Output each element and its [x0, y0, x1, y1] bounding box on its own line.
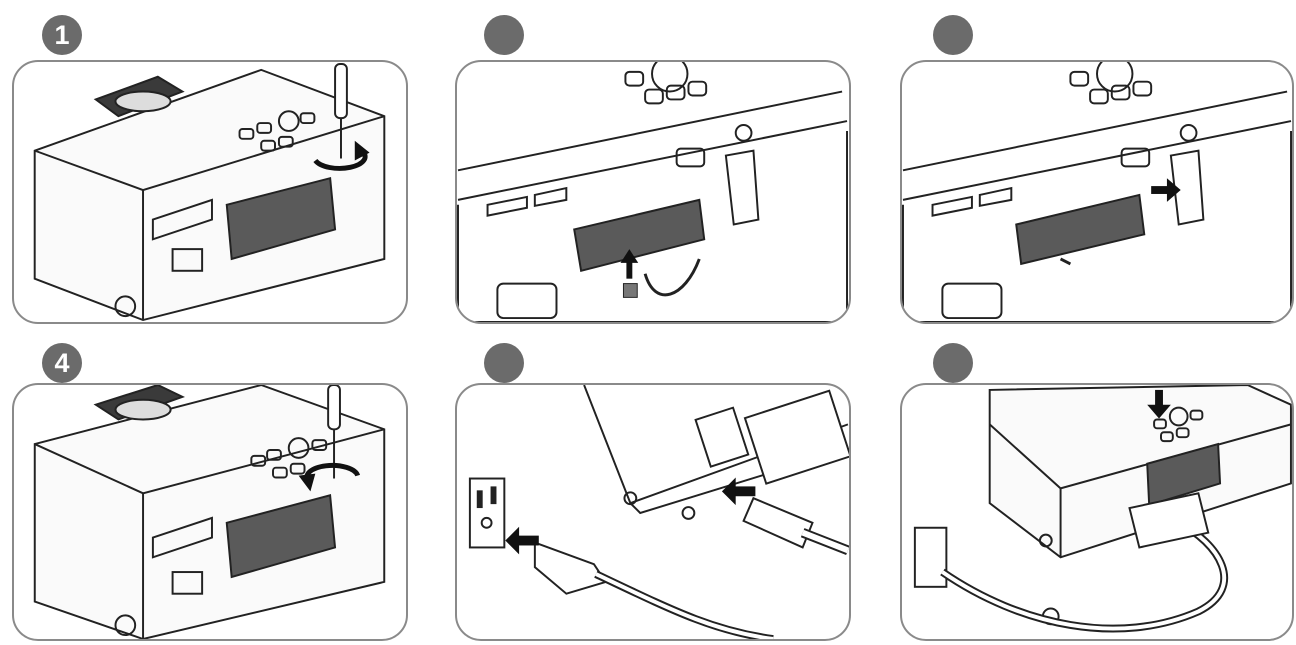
dongle-insert-illustration [902, 62, 1292, 322]
left-arrow-icon [505, 526, 539, 555]
step-3-panel [900, 60, 1294, 324]
step-4-badge: 4 [42, 343, 82, 383]
dongle-cable-illustration [457, 62, 848, 322]
projector-screwdriver-illustration [33, 385, 386, 639]
step-4-panel [12, 383, 408, 641]
power-plug-shape [533, 496, 849, 639]
right-arrow-icon [1151, 178, 1181, 202]
screwdriver-icon [327, 385, 341, 479]
projector-screwdriver-illustration [33, 62, 386, 322]
usb-cable [643, 258, 701, 297]
power-button-illustration [913, 385, 1292, 633]
rotate-arrow-icon [313, 148, 368, 171]
step-1-panel [12, 60, 408, 324]
step-1-badge: 1 [42, 15, 82, 55]
step-2-panel [455, 60, 851, 324]
step-3-badge [933, 15, 973, 55]
up-arrow-icon [620, 249, 639, 279]
step-6-panel [900, 383, 1294, 641]
wifi-dongle-shape [573, 198, 706, 273]
down-arrow-icon [1147, 389, 1171, 419]
power-cord-illustration [468, 385, 849, 639]
wifi-dongle-shape [225, 176, 337, 261]
wifi-dongle-shape [1015, 193, 1146, 266]
step-2-badge [484, 15, 524, 55]
wifi-dongle-shape [1146, 442, 1222, 507]
wifi-dongle-shape [225, 494, 337, 579]
step-6-badge [933, 343, 973, 383]
left-arrow-icon [721, 477, 756, 506]
step-5-badge [484, 343, 524, 383]
step-5-panel [455, 383, 851, 641]
screwdriver-icon [334, 62, 348, 159]
